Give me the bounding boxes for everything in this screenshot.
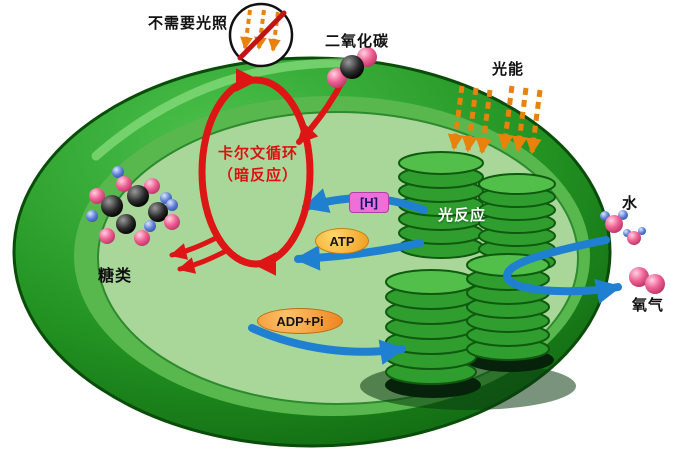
atp-transfer-arrow [294,239,424,271]
co2-input-arrow [296,79,345,145]
calvin-cycle-arrow-ring [198,68,314,276]
granum-stack-upper-left [398,151,484,259]
co2-molecule-icon [327,47,377,88]
adp-pi-badge: ADP+Pi [257,308,343,334]
sugar-molecule-icon [86,166,180,246]
light-energy-arrows [447,85,543,155]
water-label: 水 [622,195,639,212]
oxygen-label: 氧气 [632,297,665,314]
sugar-output-arrows [169,235,227,274]
light-energy-label: 光能 [492,61,525,78]
oxygen-molecule-icon [629,267,665,294]
co2-label: 二氧化碳 [325,33,390,50]
water-molecule-icon [600,210,646,245]
no-light-icon [228,2,294,68]
prohibition-slash [237,10,287,61]
water-to-oxygen-arrow [503,236,622,304]
h-carrier-badge: [H] [349,192,389,213]
granum-stack-lower-left [385,269,477,385]
membrane-highlight [91,58,357,161]
sugar-label: 糖类 [98,268,133,285]
calvin-cycle-label: 卡尔文循环 （暗反应） [206,143,310,187]
atp-badge: ATP [315,228,369,254]
no-light-label: 不需要光照 [148,15,229,32]
light-reaction-label: 光反应 [438,207,487,224]
calvin-cycle-label-line1: 卡尔文循环 [217,145,298,162]
adp-return-arrow [248,324,406,365]
calvin-cycle-label-line2: （暗反应） [217,166,298,184]
